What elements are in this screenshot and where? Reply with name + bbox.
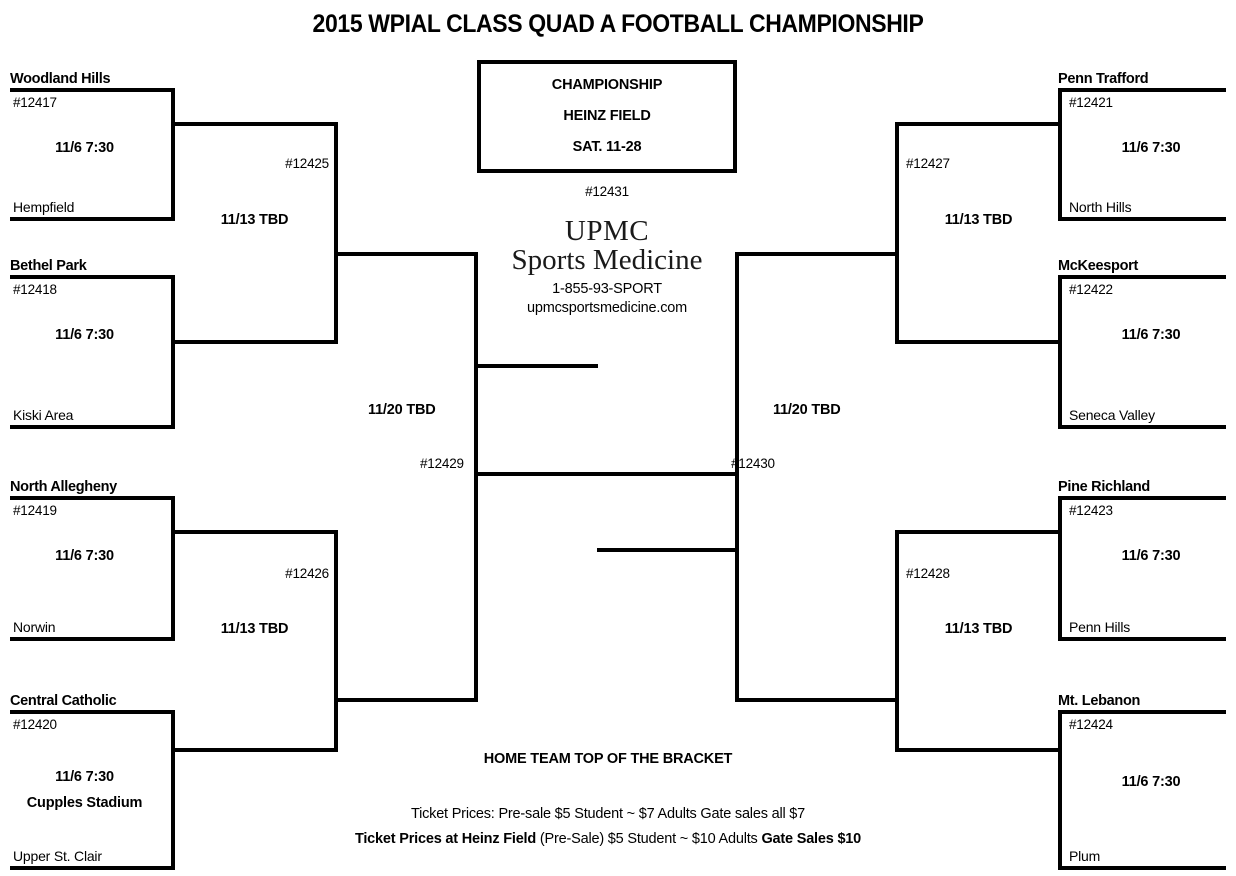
team-matchup-central-catholic: Central Catholic #12420 11/6 7:30 Cupple… xyxy=(10,694,175,870)
ticket-prices-heinz-detail: (Pre-Sale) $5 Student ~ $10 Adults xyxy=(539,831,758,847)
semifinal-right-datetime: 11/20 TBD xyxy=(773,402,841,418)
home-team-note: HOME TEAM TOP OF THE BRACKET xyxy=(483,751,733,767)
team-name: Woodland Hills xyxy=(10,71,111,87)
matchup-box: #12421 11/6 7:30 North Hills xyxy=(1058,88,1226,221)
semifinal-right-feed-bottom xyxy=(739,698,899,702)
game-number: #12417 xyxy=(13,95,57,110)
matchup-box: #12423 11/6 7:30 Penn Hills xyxy=(1058,496,1226,641)
game-number: #12422 xyxy=(1069,282,1113,297)
game-number: #12427 xyxy=(906,156,950,171)
opponent-name: Upper St. Clair xyxy=(13,848,102,864)
ticket-prices-heinz-label: Ticket Prices at Heinz Field xyxy=(354,831,537,847)
quarterfinal-bracket-12427: #12427 11/13 TBD xyxy=(895,122,1058,344)
game-number: #12420 xyxy=(13,717,57,732)
matchup-box: #12424 11/6 7:30 Plum xyxy=(1058,710,1226,870)
team-name: McKeesport xyxy=(1058,258,1138,274)
game-number: #12419 xyxy=(13,503,57,518)
opponent-name: Penn Hills xyxy=(1069,619,1131,635)
game-datetime: 11/13 TBD xyxy=(944,621,1013,637)
game-number: #12423 xyxy=(1069,503,1113,518)
game-datetime: 11/13 TBD xyxy=(220,212,289,228)
game-datetime: 11/6 7:30 xyxy=(55,140,114,156)
ticket-prices-heinz: Ticket Prices at Heinz Field (Pre-Sale) … xyxy=(288,831,928,847)
game-datetime: 11/6 7:30 xyxy=(1121,327,1181,343)
team-name: Penn Trafford xyxy=(1058,71,1149,87)
team-matchup-pine-richland: Pine Richland #12423 11/6 7:30 Penn Hill… xyxy=(1058,480,1226,641)
sponsor-name-line1: UPMC xyxy=(564,215,650,247)
matchup-box: #12422 11/6 7:30 Seneca Valley xyxy=(1058,275,1226,429)
opponent-name: Plum xyxy=(1069,848,1101,864)
team-matchup-bethel-park: Bethel Park #12418 11/6 7:30 Kiski Area xyxy=(10,259,175,429)
semifinal-left-feed-bottom xyxy=(334,698,478,702)
championship-date: SAT. 11-28 xyxy=(572,139,642,155)
ticket-prices-heinz-gate: Gate Sales $10 xyxy=(761,831,862,847)
championship-venue: HEINZ FIELD xyxy=(563,108,651,124)
game-datetime: 11/6 7:30 xyxy=(55,548,114,564)
game-datetime: 11/6 7:30 xyxy=(55,769,114,785)
semifinal-left-stub xyxy=(478,364,598,368)
game-venue: Cupples Stadium xyxy=(26,795,143,811)
semifinal-left-game-number: #12429 xyxy=(420,456,464,471)
opponent-name: North Hills xyxy=(1069,199,1132,215)
game-datetime: 11/13 TBD xyxy=(220,621,289,637)
team-name: Central Catholic xyxy=(10,693,117,709)
game-number: #12421 xyxy=(1069,95,1113,110)
opponent-name: Seneca Valley xyxy=(1069,407,1155,423)
game-datetime: 11/6 7:30 xyxy=(1121,548,1181,564)
team-matchup-north-allegheny: North Allegheny #12419 11/6 7:30 Norwin xyxy=(10,480,175,641)
matchup-box: #12418 11/6 7:30 Kiski Area xyxy=(10,275,175,429)
ticket-prices-local: Ticket Prices: Pre-sale $5 Student ~ $7 … xyxy=(410,806,806,822)
game-datetime: 11/6 7:30 xyxy=(1121,140,1181,156)
sponsor-phone: 1-855-93-SPORT xyxy=(552,281,662,297)
semifinal-right-game-number: #12430 xyxy=(731,456,775,471)
matchup-box: #12419 11/6 7:30 Norwin xyxy=(10,496,175,641)
matchup-box: #12420 11/6 7:30 Cupples Stadium Upper S… xyxy=(10,710,175,870)
team-name: Mt. Lebanon xyxy=(1058,693,1141,709)
sponsor-name-line2: Sports Medicine xyxy=(511,244,703,276)
final-connector-line xyxy=(474,472,739,476)
opponent-name: Kiski Area xyxy=(13,407,74,423)
semifinal-left-spine xyxy=(474,252,478,702)
championship-label: CHAMPIONSHIP xyxy=(551,77,663,93)
page-title: 2015 WPIAL CLASS QUAD A FOOTBALL CHAMPIO… xyxy=(312,10,924,38)
matchup-box: #12417 11/6 7:30 Hempfield xyxy=(10,88,175,221)
game-datetime: 11/6 7:30 xyxy=(55,327,114,343)
team-matchup-mt-lebanon: Mt. Lebanon #12424 11/6 7:30 Plum xyxy=(1058,694,1226,870)
opponent-name: Norwin xyxy=(13,619,56,635)
game-number: #12426 xyxy=(285,566,329,581)
team-name: Pine Richland xyxy=(1058,479,1150,495)
opponent-name: Hempfield xyxy=(13,199,75,215)
team-name: Bethel Park xyxy=(10,258,87,274)
sponsor-website: upmcsportsmedicine.com xyxy=(527,300,687,316)
quarterfinal-bracket-12428: #12428 11/13 TBD xyxy=(895,530,1058,752)
game-number: #12418 xyxy=(13,282,57,297)
sponsor-logo: UPMC Sports Medicine 1-855-93-SPORT upmc… xyxy=(437,215,777,318)
semifinal-left-datetime: 11/20 TBD xyxy=(368,402,436,418)
quarterfinal-bracket-12426: #12426 11/13 TBD xyxy=(175,530,338,752)
semifinal-right-spine xyxy=(735,252,739,702)
team-name: North Allegheny xyxy=(10,479,117,495)
game-number: #12425 xyxy=(285,156,329,171)
game-datetime: 11/13 TBD xyxy=(944,212,1013,228)
quarterfinal-bracket-12425: #12425 11/13 TBD xyxy=(175,122,338,344)
championship-game-number: #12431 xyxy=(585,184,629,199)
championship-box: CHAMPIONSHIP HEINZ FIELD SAT. 11-28 xyxy=(477,60,737,173)
semifinal-left-feed-top xyxy=(334,252,478,256)
game-datetime: 11/6 7:30 xyxy=(1121,774,1181,790)
team-matchup-mckeesport: McKeesport #12422 11/6 7:30 Seneca Valle… xyxy=(1058,259,1226,429)
game-number: #12424 xyxy=(1069,717,1113,732)
team-matchup-woodland-hills: Woodland Hills #12417 11/6 7:30 Hempfiel… xyxy=(10,72,175,221)
team-matchup-penn-trafford: Penn Trafford #12421 11/6 7:30 North Hil… xyxy=(1058,72,1226,221)
semifinal-right-feed-top xyxy=(739,252,899,256)
game-number: #12428 xyxy=(906,566,950,581)
semifinal-right-stub xyxy=(597,548,739,552)
